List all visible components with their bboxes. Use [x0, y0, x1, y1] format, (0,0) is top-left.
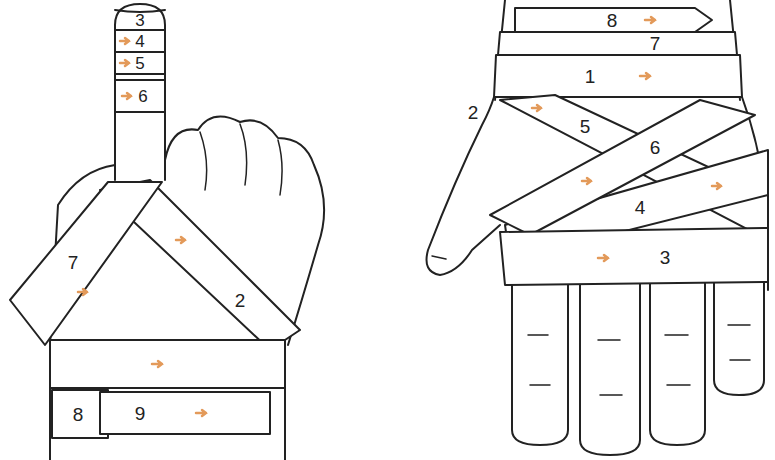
callout-number: 5: [580, 117, 591, 136]
callout-number: 2: [235, 291, 246, 310]
direction-arrows: [78, 17, 721, 416]
callout-number: 8: [73, 405, 84, 424]
callout-number: 8: [607, 11, 618, 30]
callout-number: 6: [650, 138, 661, 157]
callout-number: 4: [135, 33, 144, 50]
callout-number: 3: [135, 12, 144, 29]
callout-number: 2: [468, 103, 479, 122]
callout-number: 1: [585, 67, 596, 86]
callout-number: 9: [135, 404, 146, 423]
callout-number: 7: [650, 34, 661, 53]
left-hand: [10, 4, 324, 460]
callout-number: 5: [135, 55, 144, 72]
callout-number: 6: [138, 88, 147, 105]
callout-number: 7: [68, 253, 79, 272]
callout-number: 4: [635, 198, 646, 217]
right-hand: [427, 0, 769, 455]
callout-number: 3: [660, 248, 671, 267]
